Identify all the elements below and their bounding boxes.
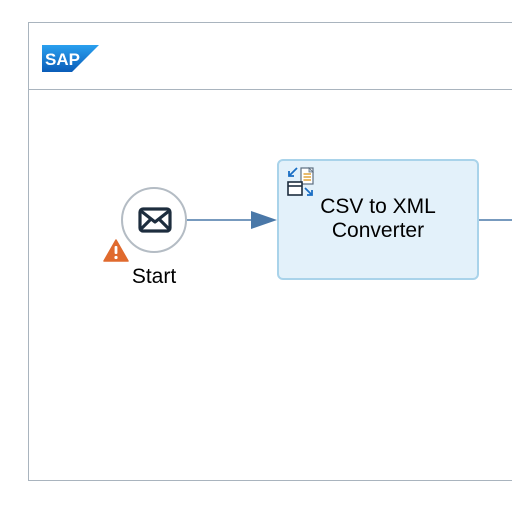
- pool-header: SAP: [29, 23, 512, 90]
- task-label: CSV to XML Converter: [320, 195, 436, 242]
- mail-icon: [138, 207, 172, 233]
- warning-icon[interactable]: [103, 239, 129, 262]
- sequence-flow-arrowhead: [251, 211, 277, 229]
- start-event-label: Start: [131, 265, 177, 288]
- csv-to-xml-converter-icon: [287, 167, 314, 196]
- sap-logo: SAP: [42, 45, 99, 72]
- start-event[interactable]: [121, 187, 187, 253]
- csv-to-xml-converter-task[interactable]: CSV to XML Converter: [277, 159, 479, 280]
- sap-logo-text: SAP: [45, 50, 80, 69]
